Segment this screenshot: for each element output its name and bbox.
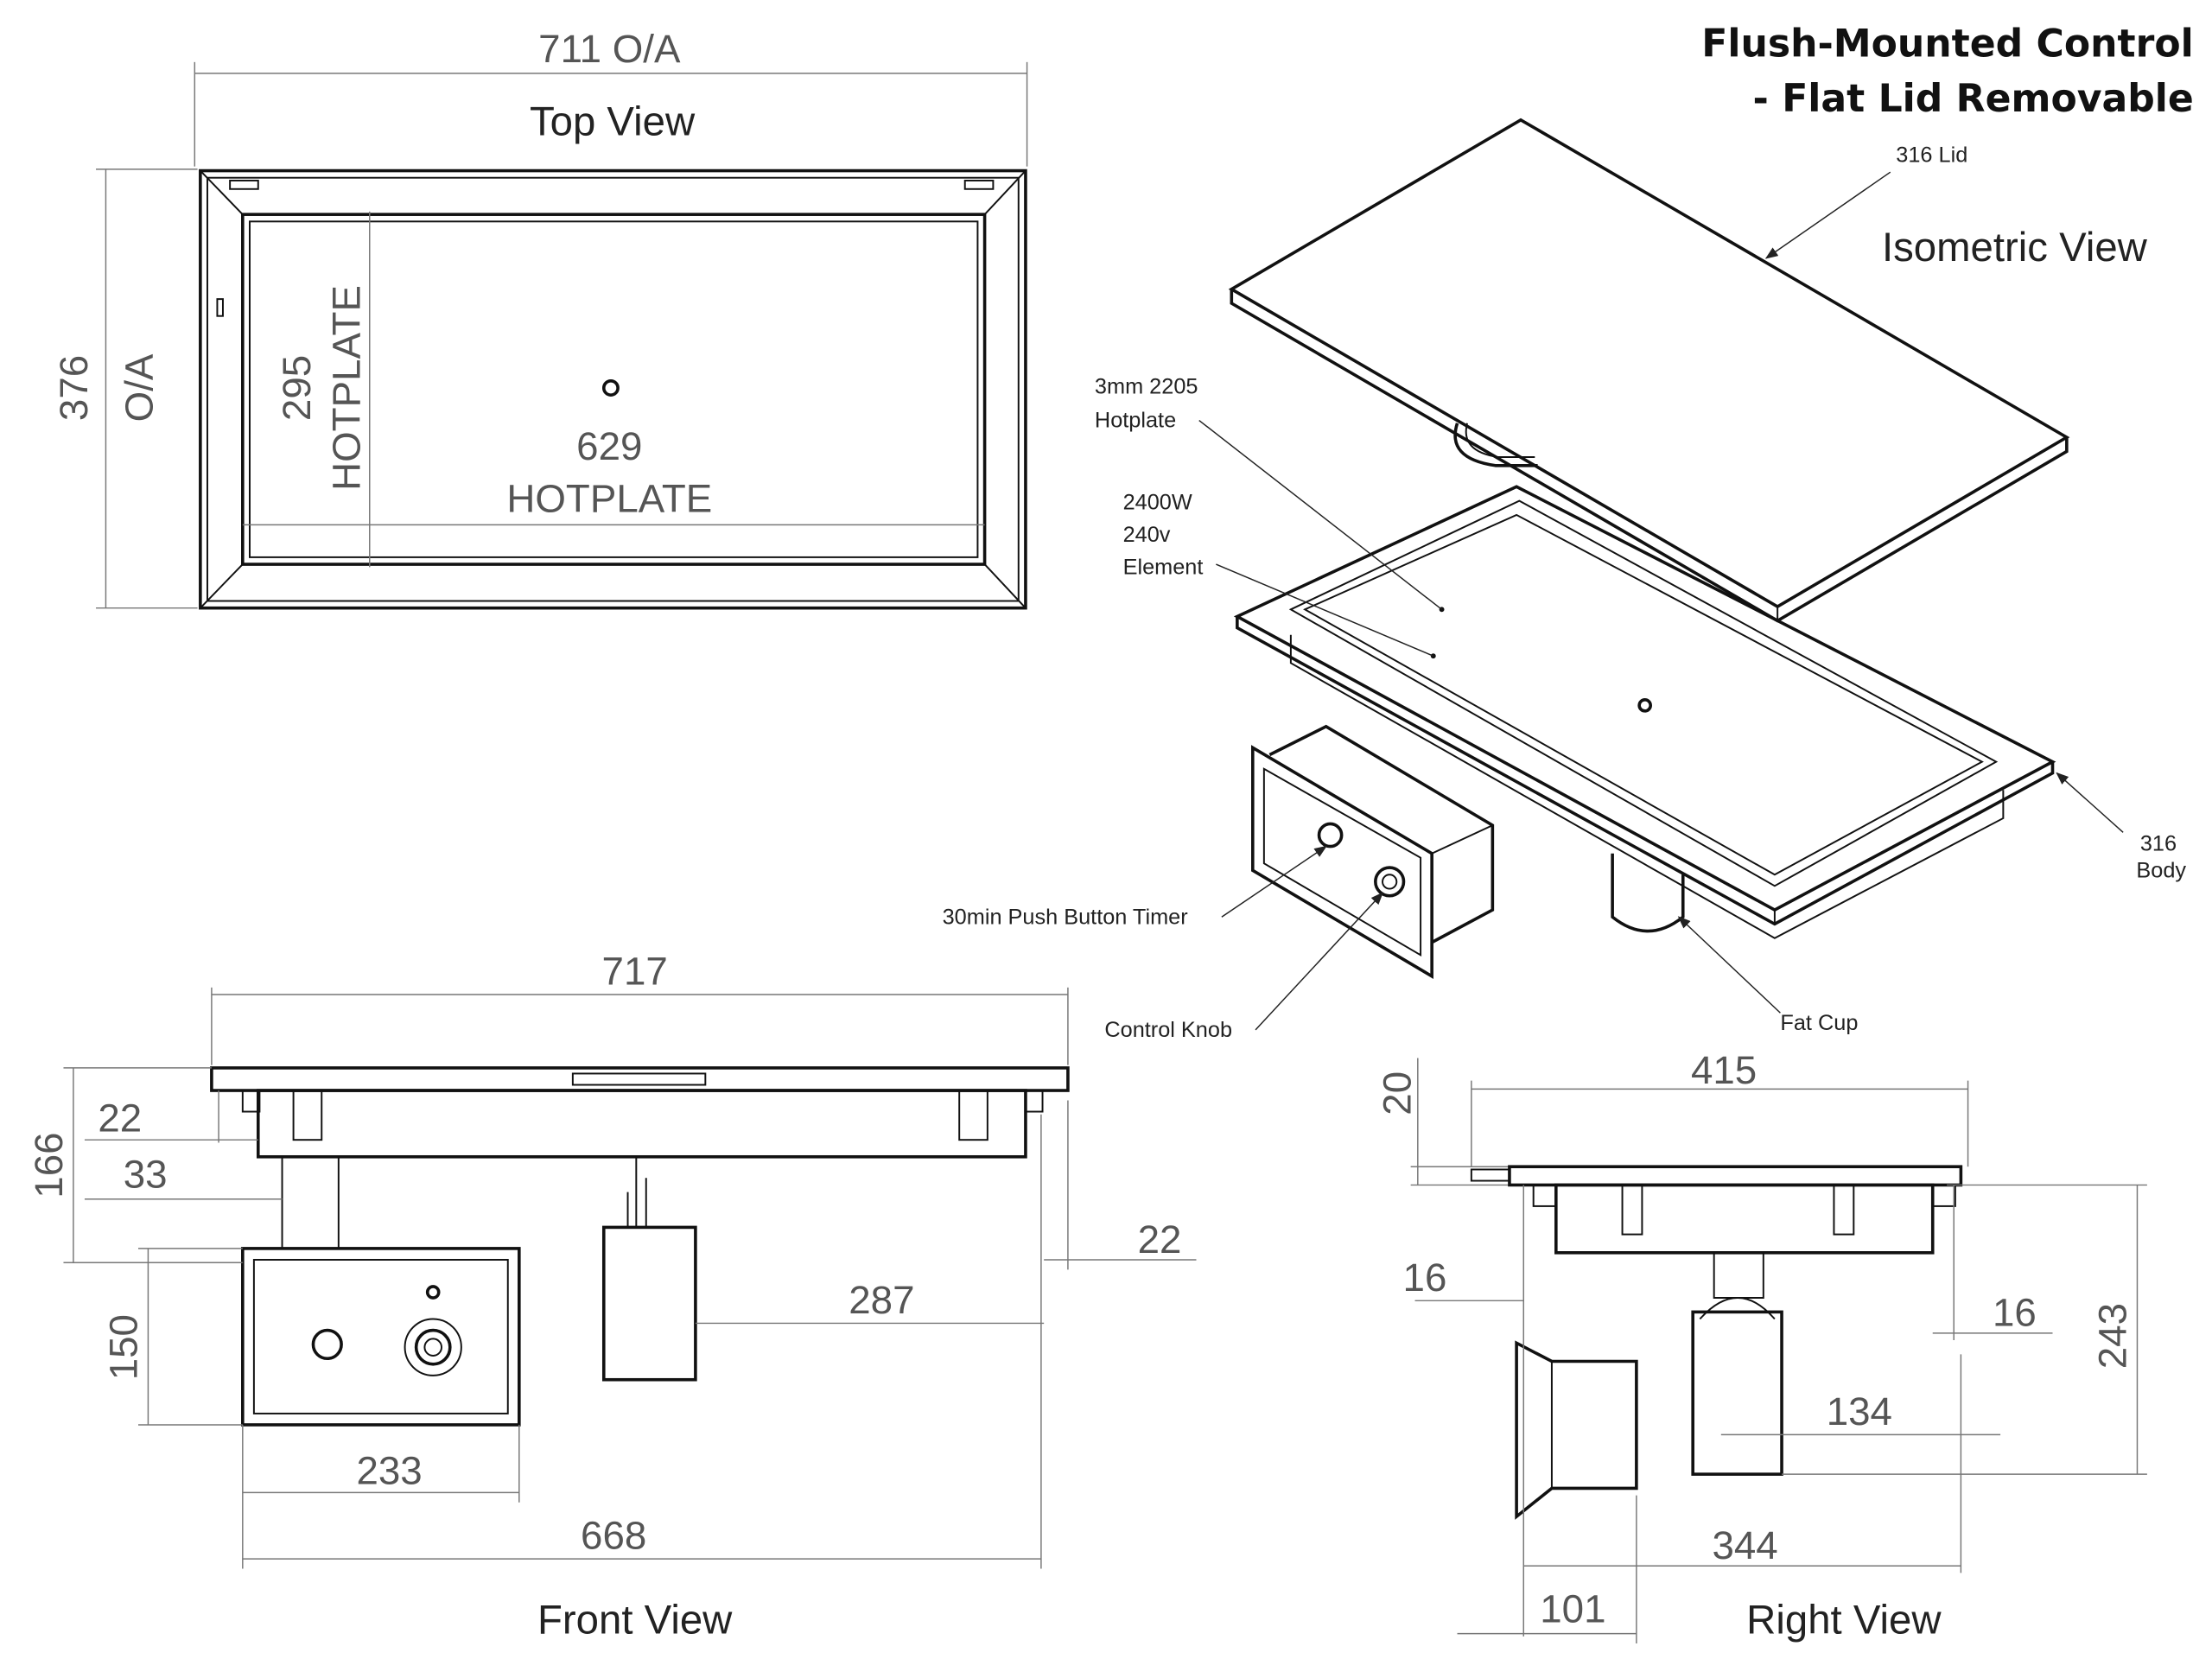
dim-hotplate-depth-suffix: HOTPLATE (324, 285, 368, 491)
dim-right-415: 415 (1691, 1048, 1757, 1092)
drain-hole (601, 379, 620, 397)
dim-overall-depth: 376 (52, 355, 96, 421)
dim-front-22b: 22 (1138, 1217, 1182, 1262)
isometric-view-label: Isometric View (1882, 225, 2148, 270)
callout-element-1: 2400W (1123, 490, 1192, 514)
dim-front-668: 668 (581, 1514, 646, 1558)
lid (1228, 118, 2070, 623)
right-view-label: Right View (1746, 1598, 1942, 1643)
title-line-1: Flush-Mounted Control (1701, 22, 2193, 66)
dim-hotplate-depth: 295 (275, 355, 319, 421)
dim-front-287: 287 (849, 1278, 914, 1322)
dim-right-20: 20 (1376, 1071, 1420, 1116)
callout-body-1: 316 (2140, 831, 2177, 855)
top-view: 711 O/A Top View 376 O/A 295 HOTPLATE 62… (52, 27, 1028, 610)
dim-right-243: 243 (2090, 1303, 2134, 1369)
dim-hotplate-width-suffix: HOTPLATE (506, 477, 712, 521)
dim-front-166: 166 (27, 1132, 71, 1198)
control-box-side (1515, 1340, 1638, 1520)
dim-front-22a: 22 (98, 1096, 142, 1140)
top-view-label: Top View (530, 99, 696, 145)
body (1233, 485, 2056, 939)
fat-cup-front (601, 1225, 697, 1382)
dim-right-134: 134 (1827, 1389, 1892, 1433)
dim-right-16a: 16 (1403, 1255, 1447, 1300)
callout-element-2: 240v (1123, 523, 1171, 547)
front-view-label: Front View (537, 1598, 733, 1643)
callout-timer: 30min Push Button Timer (943, 905, 1188, 929)
dim-hotplate-width: 629 (576, 424, 642, 468)
title-line-2: - Flat Lid Removable (1753, 77, 2194, 121)
dim-front-150: 150 (101, 1314, 145, 1380)
dim-front-33: 33 (124, 1153, 168, 1197)
drawing-title: Flush-Mounted Control - Flat Lid Removab… (1701, 22, 2193, 121)
dim-front-233: 233 (356, 1449, 422, 1493)
callout-fat-cup: Fat Cup (1780, 1011, 1858, 1035)
callout-control-knob: Control Knob (1104, 1018, 1232, 1042)
callout-body-2: Body (2136, 859, 2186, 883)
fat-cup-right (1691, 1310, 1783, 1476)
right-view: 415 20 16 16 243 134 344 101 Right View (1376, 1048, 2147, 1644)
dim-front-overall: 717 (602, 950, 668, 994)
callout-hotplate-1: 3mm 2205 (1095, 375, 1198, 399)
callout-hotplate-2: Hotplate (1095, 409, 1176, 433)
dim-right-101: 101 (1540, 1587, 1605, 1631)
dim-overall-width: 711 O/A (538, 27, 681, 71)
dim-right-16b: 16 (1993, 1291, 2037, 1335)
dim-overall-depth-suffix: O/A (117, 353, 161, 422)
isometric-view: Isometric View (943, 118, 2186, 1042)
dim-right-344: 344 (1712, 1523, 1777, 1567)
front-view: 717 166 22 33 150 233 668 287 22 (27, 950, 1197, 1643)
callout-element-3: Element (1123, 555, 1204, 579)
callout-lid: 316 Lid (1896, 143, 1967, 168)
control-box (1251, 724, 1495, 979)
